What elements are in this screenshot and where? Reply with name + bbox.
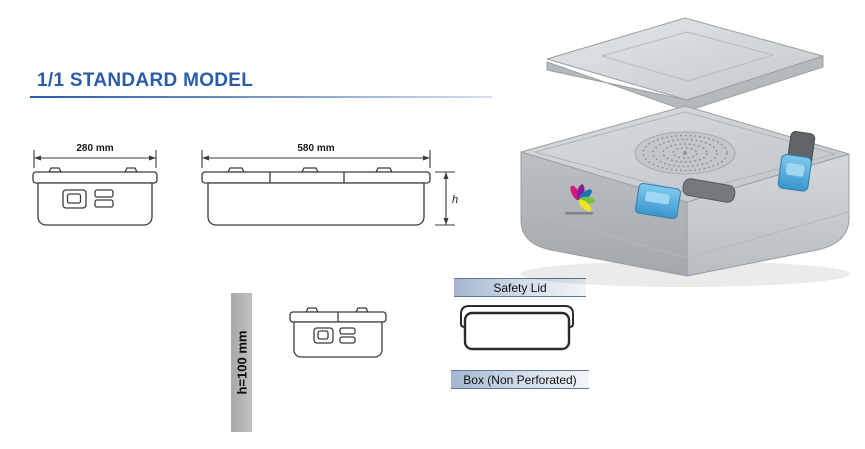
safety-lid-label-text: Safety Lid (493, 280, 547, 295)
front-view-container (32, 167, 158, 226)
side-view-drawing: 580 mm h (201, 143, 458, 226)
front-width-label: 280 mm (76, 143, 113, 154)
lid-top-face (546, 17, 824, 101)
box-label: Box (Non Perforated) (451, 370, 589, 389)
title-underline (30, 96, 492, 98)
side-height-label: h (452, 194, 458, 206)
body-rim (534, 111, 836, 194)
container-lid (201, 171, 431, 184)
latch-front (634, 178, 736, 220)
box-label-text: Box (Non Perforated) (463, 372, 577, 387)
label-slot (94, 199, 114, 208)
lid-hooks (460, 323, 574, 328)
handle-bar (682, 178, 736, 203)
perforated-plate (634, 131, 736, 175)
product-lid (546, 17, 824, 112)
safety-lid-drawing (460, 305, 574, 351)
latch-window (317, 330, 329, 340)
front-view-drawing: 280 mm (32, 143, 158, 226)
label-slot (339, 336, 356, 344)
side-height-dimension (435, 171, 455, 226)
latch-highlight (785, 162, 805, 177)
label-slot (339, 327, 356, 335)
container-body (207, 182, 425, 226)
container-lid (32, 171, 158, 184)
body-left-face (520, 151, 688, 277)
body-groove (520, 209, 850, 259)
latch-highlight (645, 191, 670, 205)
label-slot (94, 189, 114, 198)
container-body (293, 321, 383, 358)
lid-outline (460, 305, 574, 324)
side-width-label: 580 mm (297, 143, 334, 154)
latch-window (66, 193, 82, 204)
safety-lid-label: Safety Lid (454, 278, 586, 297)
brand-logo (565, 184, 595, 215)
height-value-label: h=100 mm (234, 330, 250, 395)
box-outline (463, 311, 571, 351)
product-photo (520, 17, 850, 287)
front-width-dimension (33, 150, 157, 168)
latch-right (777, 131, 816, 192)
side-view-container (201, 167, 431, 226)
brand-text-mark (565, 212, 593, 215)
page-title: 1/1 STANDARD MODEL (37, 70, 254, 91)
height-dimension-bar: h=100 mm (231, 293, 252, 432)
side-width-dimension (201, 150, 431, 168)
detail-view-drawing (289, 307, 387, 358)
lid-recess (601, 31, 774, 82)
